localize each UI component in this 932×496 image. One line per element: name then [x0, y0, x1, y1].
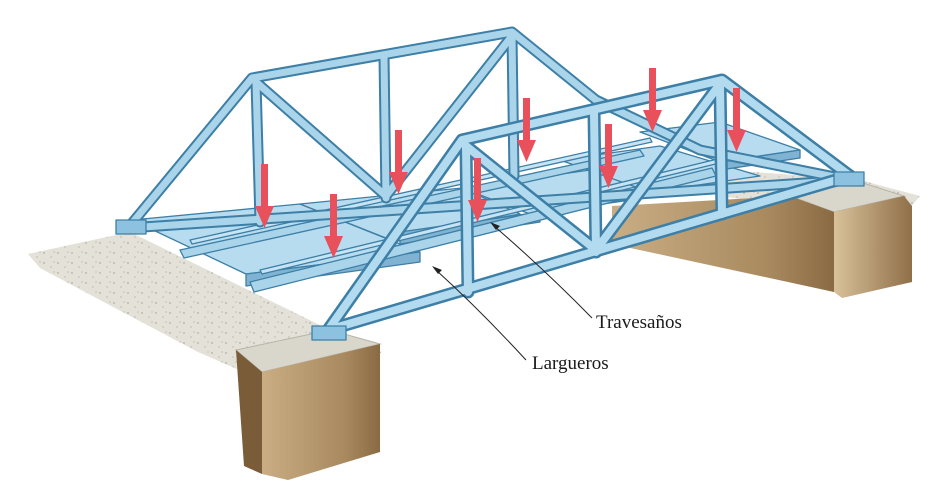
down-arrow-icon — [389, 130, 408, 194]
left-abutment-face — [262, 344, 380, 480]
load-arrows — [255, 68, 746, 258]
down-arrow-icon — [599, 124, 618, 188]
down-arrow-icon — [643, 68, 662, 132]
travesanos-arrowhead — [490, 222, 500, 230]
label-largueros: Largueros — [532, 353, 609, 374]
left-abutment — [28, 232, 382, 480]
down-arrow-icon — [255, 164, 274, 228]
leader-lines — [432, 222, 593, 361]
bearing-plate — [833, 171, 865, 187]
bearing-plate — [115, 219, 147, 235]
down-arrow-icon — [517, 98, 536, 162]
down-arrow-icon — [727, 88, 746, 152]
label-travesanos: Travesaños — [596, 312, 682, 333]
largueros-arrowhead — [432, 266, 442, 274]
right-abutment-back — [612, 196, 834, 292]
right-abutment-face — [834, 196, 912, 298]
largueros-leader — [435, 269, 527, 361]
down-arrow-icon — [324, 194, 343, 258]
down-arrow-icon — [468, 158, 487, 222]
near-truss — [115, 73, 865, 341]
left-abutment-side — [236, 350, 262, 474]
travesanos-leader — [493, 225, 593, 319]
bearing-plate — [311, 325, 347, 341]
